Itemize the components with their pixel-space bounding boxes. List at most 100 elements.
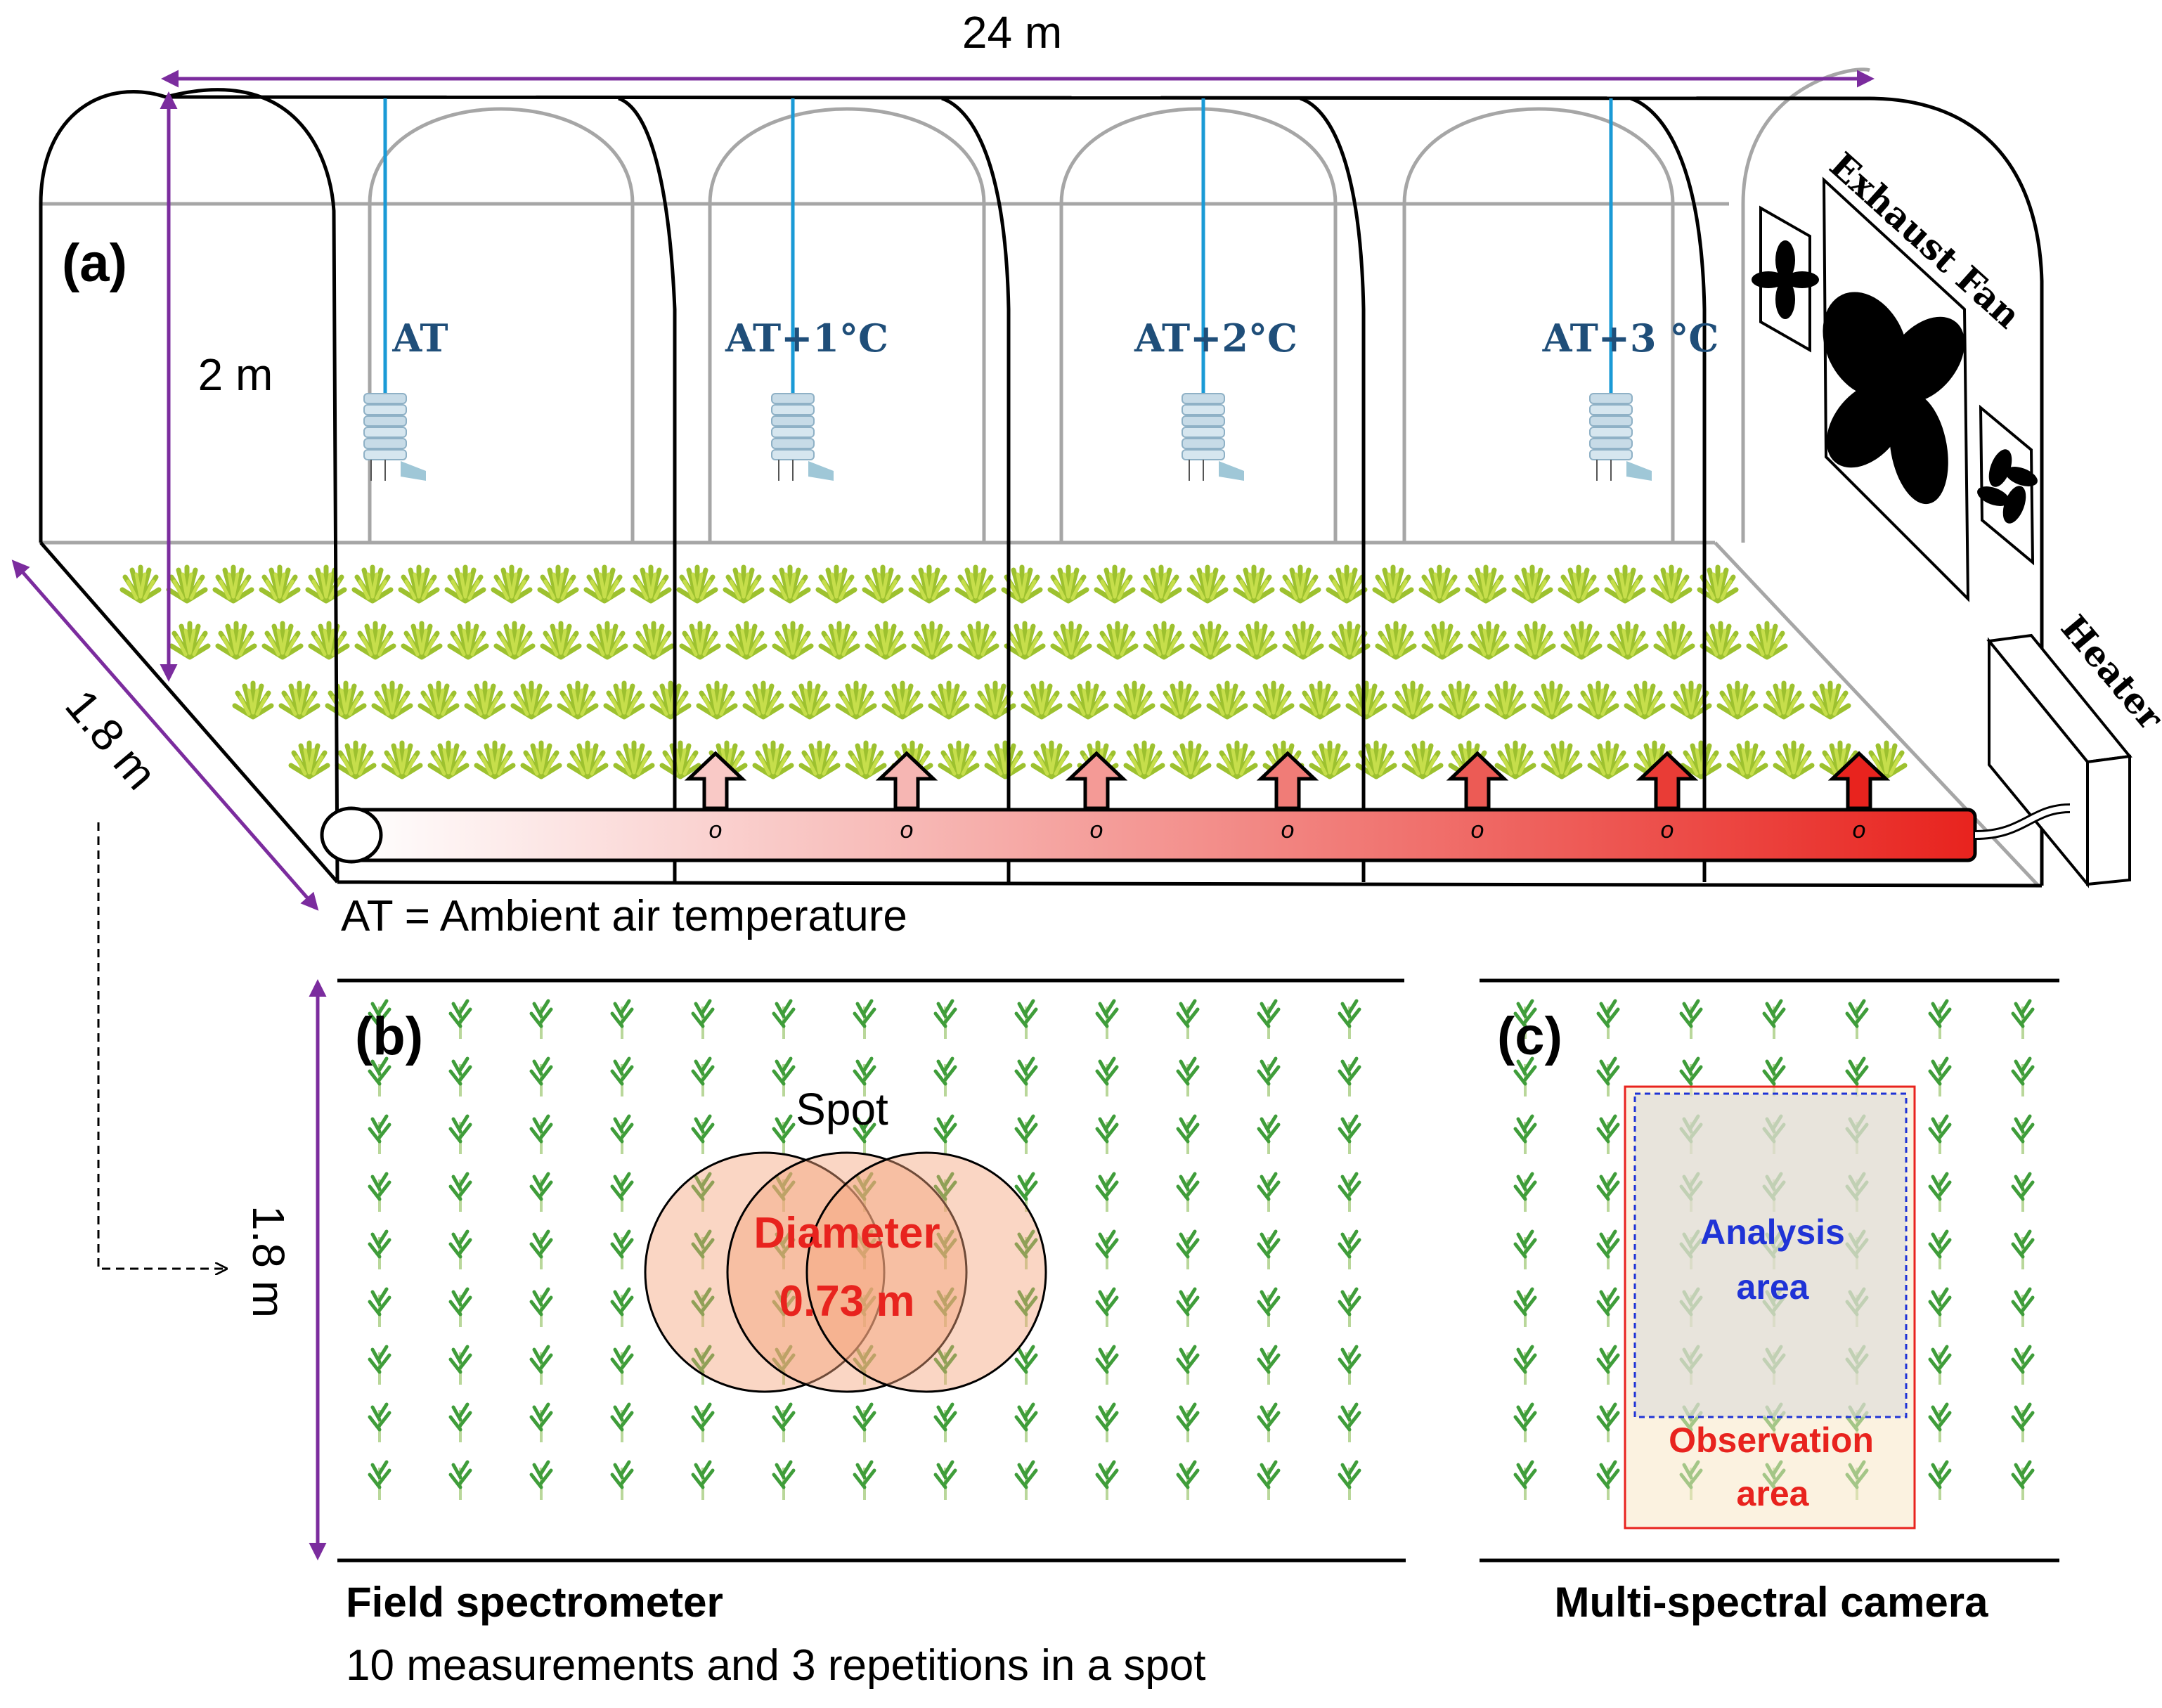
analysis-area-label-2: area — [1737, 1267, 1810, 1307]
plant-icon — [936, 1404, 955, 1442]
plant-icon — [1178, 1404, 1198, 1442]
plant-icon — [1598, 1462, 1618, 1500]
plant-icon — [169, 567, 205, 601]
plant-icon — [1097, 1231, 1117, 1269]
plant-icon — [569, 743, 606, 777]
plant-icon — [1192, 623, 1229, 657]
plant-icon — [1598, 1231, 1618, 1269]
plant-icon — [1930, 1116, 1950, 1154]
plant-icon — [1070, 683, 1106, 717]
plant-icon — [1468, 567, 1504, 601]
plant-icon — [1163, 683, 1199, 717]
plant-icon — [1514, 567, 1551, 601]
plant-icon — [1178, 1231, 1198, 1269]
plant-icon — [1517, 623, 1553, 657]
plant-icon — [1189, 567, 1226, 601]
plant-icon — [420, 683, 457, 717]
plant-icon — [531, 1231, 551, 1269]
plant-icon — [801, 743, 838, 777]
plant-icon — [589, 623, 626, 657]
plant-icon — [370, 1289, 389, 1327]
spot-label: Spot — [796, 1084, 888, 1134]
plant-icon — [291, 743, 328, 777]
plant-icon — [1598, 1174, 1618, 1212]
plant-icon — [2013, 1116, 2033, 1154]
plant-icon — [1097, 1059, 1117, 1096]
plant-icon — [936, 1462, 955, 1500]
plant-icon — [1097, 1347, 1117, 1385]
plant-icon — [1259, 1174, 1279, 1212]
plant-icon — [1178, 1174, 1198, 1212]
plant-icon — [1656, 623, 1692, 657]
plant-icon — [374, 683, 410, 717]
plant-icon — [612, 1116, 632, 1154]
plant-icon — [477, 743, 513, 777]
height-label: 2 m — [198, 349, 273, 400]
plant-icon — [1930, 1462, 1950, 1500]
panel-b-field-spectrometer: 1.8 m Spot Diameter 0.73 m (b) Field spe… — [243, 978, 1406, 1690]
plant-icon — [1097, 1174, 1117, 1212]
plant-icon — [531, 1347, 551, 1385]
plant-icon — [1033, 743, 1070, 777]
plant-icon — [1515, 1174, 1535, 1212]
plant-icon — [1598, 1116, 1618, 1154]
multispectral-camera-title: Multi-spectral camera — [1555, 1579, 1989, 1626]
exhaust-fan-icon — [1822, 176, 1970, 602]
field-spectrometer-title: Field spectrometer — [346, 1579, 723, 1626]
panel-a-label: (a) — [62, 233, 127, 293]
plant-icon — [911, 567, 947, 601]
plant-icon — [1328, 567, 1365, 601]
plant-icon — [1053, 623, 1089, 657]
plant-icon — [1515, 1116, 1535, 1154]
plant-icon — [1590, 743, 1626, 777]
plant-icon — [1096, 567, 1133, 601]
plant-icon — [612, 1347, 632, 1385]
plant-icon — [1259, 1116, 1279, 1154]
plant-icon — [612, 1059, 632, 1096]
plant-icon — [1172, 743, 1209, 777]
plant-icon — [451, 1231, 470, 1269]
plant-icon — [693, 1462, 713, 1500]
plant-icon — [1340, 1462, 1359, 1500]
plant-icon — [1930, 1231, 1950, 1269]
plant-icon — [1282, 567, 1319, 601]
plant-icon — [384, 743, 420, 777]
plant-icon — [1209, 683, 1245, 717]
temperature-sensor — [363, 393, 427, 481]
plant-icon — [693, 1001, 713, 1039]
plant-icon — [884, 683, 921, 717]
temperature-sensor — [1589, 393, 1652, 481]
plant-icon — [612, 1289, 632, 1327]
plant-icon — [1598, 1404, 1618, 1442]
plant-icon — [914, 623, 950, 657]
plant-icon — [775, 623, 811, 657]
plant-icon — [308, 567, 344, 601]
plant-icon — [1178, 1289, 1198, 1327]
plant-icon — [1097, 1462, 1117, 1500]
plant-icon — [1178, 1347, 1198, 1385]
plant-icon — [865, 567, 901, 601]
width-dimension-arrow — [11, 559, 319, 911]
plant-icon — [940, 743, 977, 777]
length-label: 24 m — [962, 7, 1062, 58]
plant-icon — [612, 1462, 632, 1500]
panel-a-greenhouse: AT AT+1°C AT+2°C AT+3 °C Exhaust Fan — [11, 7, 2162, 1269]
plant-icon — [218, 623, 254, 657]
dashed-connector-arrow — [97, 822, 226, 1269]
panel-c-label: (c) — [1497, 1007, 1562, 1066]
plant-icon — [467, 683, 503, 717]
plant-icon — [679, 567, 716, 601]
plant-icon — [531, 1001, 551, 1039]
plant-icon — [1099, 623, 1136, 657]
plant-icon — [1023, 683, 1060, 717]
plant-icon — [1441, 683, 1477, 717]
plant-icon — [1340, 1059, 1359, 1096]
plant-icon — [1178, 1059, 1198, 1096]
plant-icon — [1259, 1059, 1279, 1096]
plant-icon — [1598, 1001, 1618, 1039]
plant-icon — [662, 743, 699, 777]
plant-icon — [328, 683, 364, 717]
plant-icon — [1681, 1001, 1701, 1039]
plant-icon — [430, 743, 467, 777]
exhaust-fan-small-left — [1752, 205, 1819, 353]
